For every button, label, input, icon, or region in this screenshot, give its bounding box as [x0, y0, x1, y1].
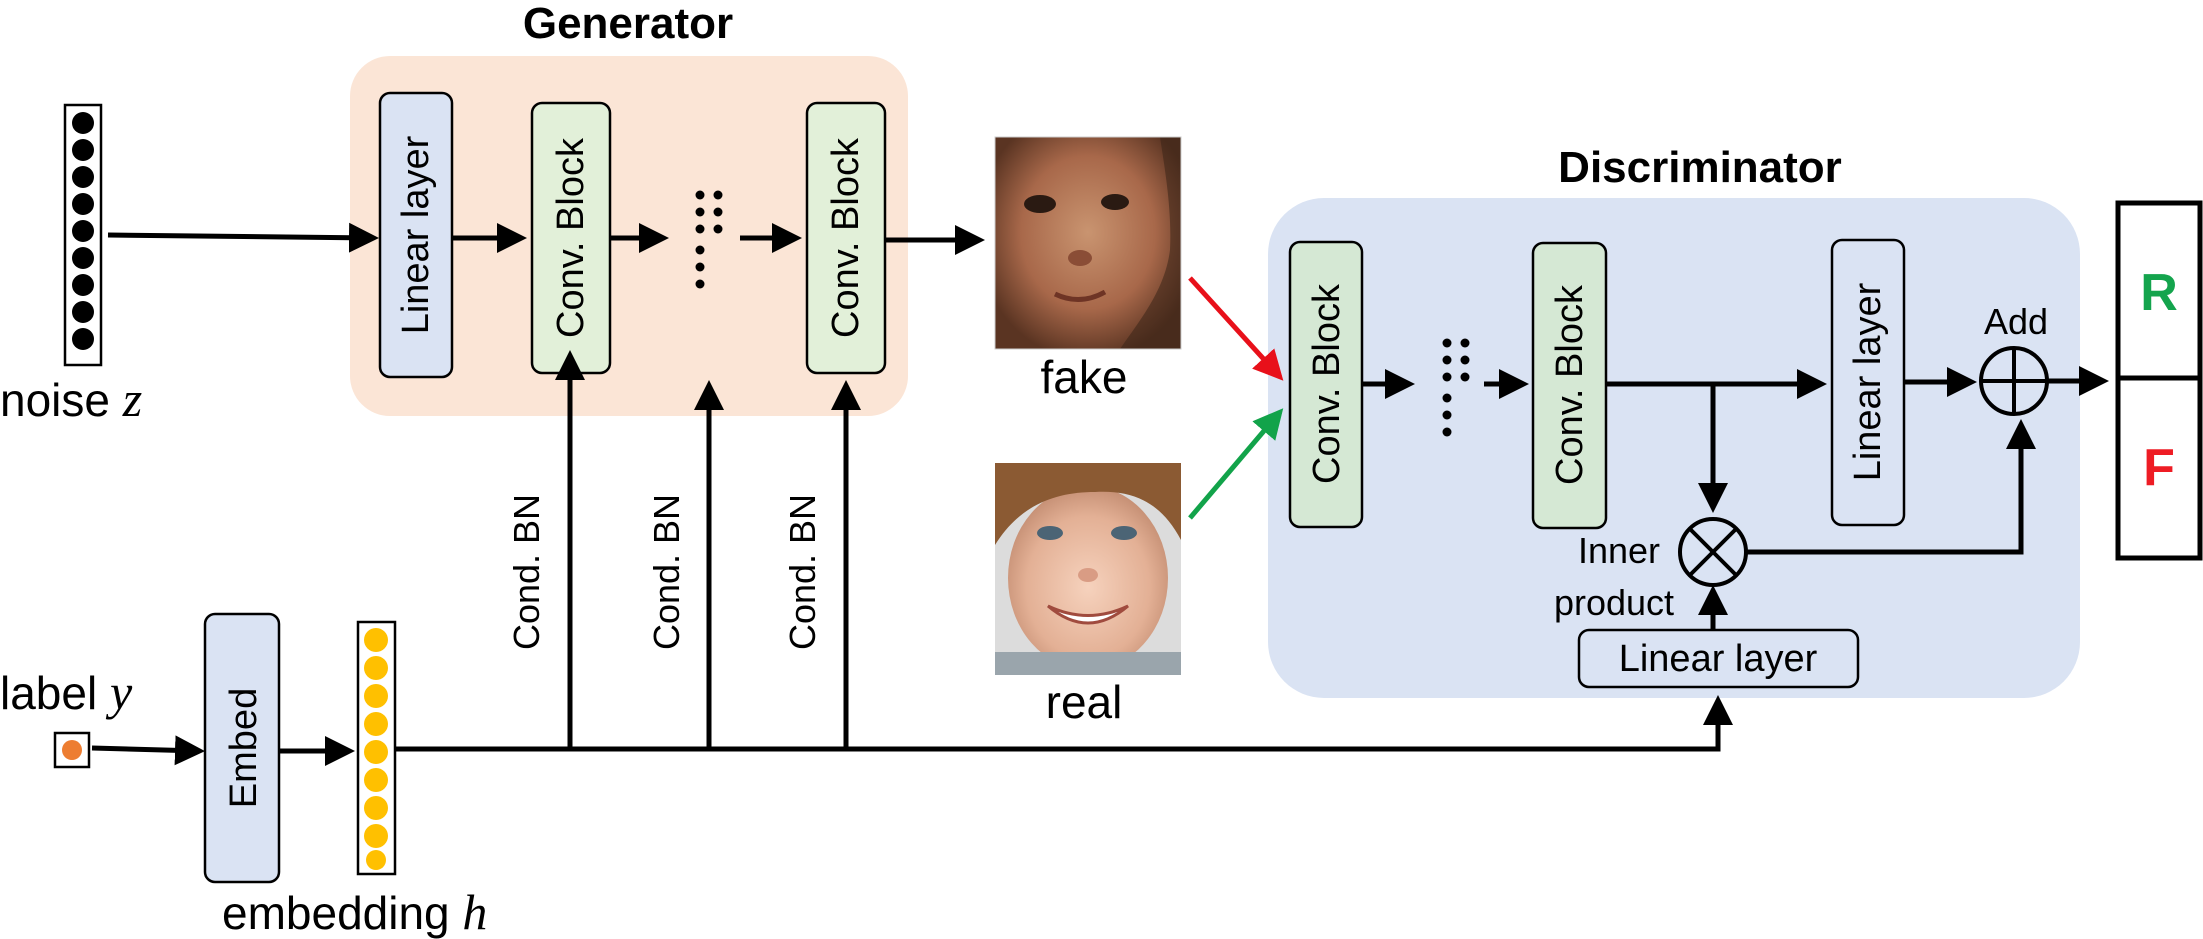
cond-bn-label-1: Cond. BN	[506, 494, 547, 650]
disc-linear-layer-bottom: Linear layer	[1577, 628, 1860, 689]
fake-face-image	[994, 136, 1182, 350]
fake-label: fake	[1041, 351, 1128, 403]
label-input	[53, 731, 91, 769]
real-face-image	[995, 463, 1181, 675]
embed-block: Embed	[203, 612, 281, 884]
svg-text:Linear layer: Linear layer	[1619, 638, 1818, 680]
embedding-label: embedding h	[222, 884, 487, 939]
output-box	[2115, 200, 2203, 561]
real-label: real	[1046, 676, 1123, 728]
disc-conv-block-2: Conv. Block	[1531, 241, 1608, 530]
inner-product-label: Inner product	[1554, 530, 1674, 623]
output-fake-label: F	[2143, 439, 2175, 497]
svg-text:Embed: Embed	[223, 688, 265, 808]
svg-text:Linear layer: Linear layer	[1847, 282, 1889, 481]
disc-linear-layer-top: Linear layer	[1830, 238, 1906, 527]
noise-label: noise z	[0, 371, 142, 427]
generator-title: Generator	[523, 0, 733, 48]
svg-text:Linear layer: Linear layer	[395, 135, 437, 334]
cond-bn-label-3: Cond. BN	[782, 494, 823, 650]
gen-conv-block-1: Conv. Block	[530, 101, 612, 375]
svg-text:Conv. Block: Conv. Block	[550, 137, 592, 338]
noise-to-linear-arrow	[107, 222, 379, 253]
gen-linear-layer: Linear layer	[378, 91, 454, 379]
gen-conv-block-2: Conv. Block	[805, 101, 887, 375]
gen-ellipsis	[695, 190, 723, 289]
svg-text:Conv. Block: Conv. Block	[1306, 283, 1348, 484]
add-operator	[1979, 346, 2049, 416]
inner-to-add-arrow	[1747, 419, 2036, 555]
fake-arrow	[1188, 276, 1284, 381]
disc-conv-block-1: Conv. Block	[1288, 240, 1364, 529]
label-label: label y	[0, 664, 133, 720]
label-to-embed-arrow	[91, 735, 205, 766]
discriminator-panel	[1268, 198, 2080, 698]
svg-text:Conv. Block: Conv. Block	[1549, 284, 1591, 485]
disc-ellipsis	[1442, 338, 1470, 437]
output-real-label: R	[2140, 264, 2178, 322]
cond-bn-label-2: Cond. BN	[646, 494, 687, 650]
add-label: Add	[1984, 301, 2048, 342]
discriminator-title: Discriminator	[1558, 143, 1842, 192]
svg-text:Conv. Block: Conv. Block	[825, 137, 867, 338]
noise-vector	[63, 103, 103, 367]
embedding-bus-to-disc-arrow	[396, 695, 1733, 752]
real-arrow	[1188, 408, 1284, 520]
embedding-vector	[356, 620, 397, 876]
